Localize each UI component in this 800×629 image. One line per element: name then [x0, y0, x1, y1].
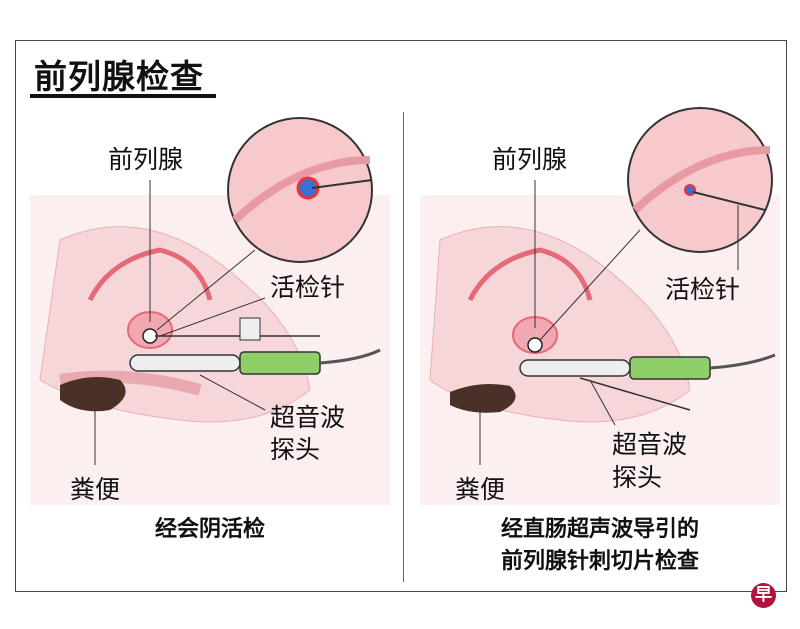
- right-label-prostate: 前列腺: [492, 145, 568, 174]
- right-caption-1: 经直肠超声波导引的: [500, 517, 699, 542]
- title-underline: [30, 94, 216, 98]
- right-label-probe-2: 探头: [612, 463, 663, 492]
- right-label-probe-1: 超音波: [612, 430, 688, 459]
- publisher-logo: 早: [751, 583, 776, 608]
- diagram-frame: [15, 40, 787, 592]
- left-label-probe-1: 超音波: [270, 403, 346, 432]
- right-label-needle: 活检针: [665, 275, 741, 304]
- right-label-stool: 粪便: [455, 475, 506, 504]
- left-label-needle: 活检针: [270, 273, 346, 302]
- right-caption-2: 前列腺针刺切片检查: [500, 549, 699, 574]
- left-label-prostate: 前列腺: [108, 145, 184, 174]
- page-title: 前列腺检查: [34, 57, 204, 96]
- left-label-probe-2: 探头: [270, 435, 321, 464]
- panel-divider: [403, 112, 404, 582]
- left-label-stool: 粪便: [70, 475, 121, 504]
- left-caption: 经会阴活检: [154, 517, 265, 542]
- left-anatomy: [30, 117, 390, 505]
- right-anatomy: [420, 107, 780, 505]
